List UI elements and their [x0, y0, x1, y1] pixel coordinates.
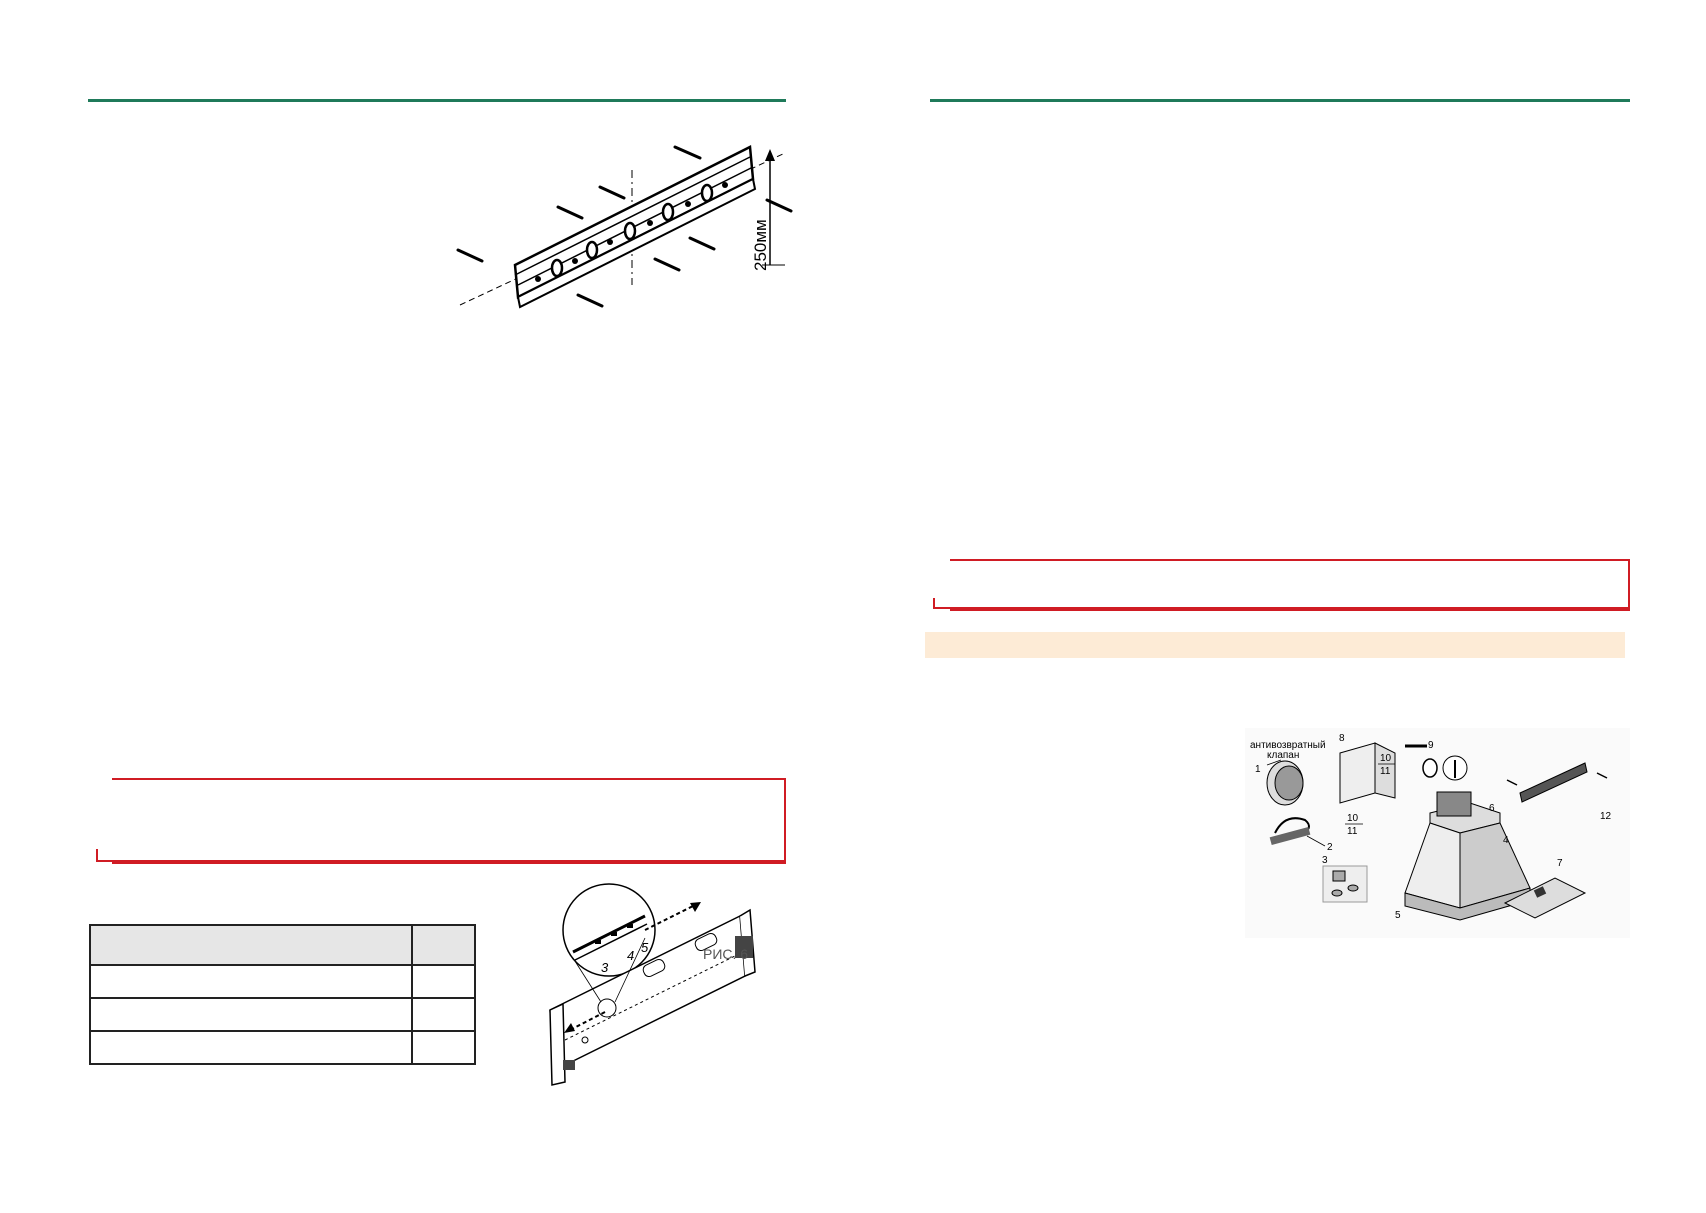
table-cell — [89, 1030, 413, 1065]
table-header-cell — [411, 924, 476, 966]
hood-icon — [1404, 791, 1531, 921]
mounting-rail-icon: 250мм — [456, 145, 793, 309]
valve-label-line2: клапан — [1267, 750, 1299, 761]
left-warning-box — [112, 778, 786, 864]
left-header-rule — [88, 99, 786, 102]
callout-4: 4 — [1503, 835, 1509, 846]
dimension-label: 250мм — [751, 219, 770, 271]
callout-11a: 11 — [1380, 766, 1391, 777]
table-cell — [411, 964, 476, 999]
callout-4: 4 — [627, 948, 634, 963]
right-warning-bottom-line — [933, 607, 1630, 609]
callout-1: 1 — [1255, 764, 1261, 775]
table-header-row — [89, 924, 476, 966]
exploded-view-diagram: антивозвратный клапан 1 2 3 8 — [1245, 728, 1630, 938]
table-cell — [411, 1030, 476, 1065]
bracket-diagram: 3 4 5 РИС. 6 — [545, 880, 785, 1086]
arrow-icon — [564, 902, 701, 1033]
callout-9: 9 — [1428, 740, 1434, 751]
callout-10b: 10 — [1347, 813, 1359, 824]
right-header-rule — [930, 99, 1630, 102]
callout-5: 5 — [641, 940, 649, 955]
table-cell — [411, 997, 476, 1032]
callout-8: 8 — [1339, 733, 1345, 744]
parts-table — [89, 924, 476, 1065]
screw-icon — [456, 145, 793, 308]
table-cell — [89, 964, 413, 999]
callout-12: 12 — [1600, 811, 1612, 822]
callout-7: 7 — [1557, 858, 1563, 869]
rail-icon — [1506, 762, 1608, 803]
table-row — [89, 1030, 476, 1065]
callout-2: 2 — [1327, 842, 1333, 853]
motor-icon — [1266, 759, 1304, 806]
callout-5: 5 — [1395, 910, 1401, 921]
callout-6: 6 — [1489, 803, 1495, 814]
left-warning-tick — [96, 849, 98, 862]
callout-3: 3 — [601, 960, 609, 975]
table-header-cell — [89, 924, 413, 966]
figure-label: РИС. 6 — [703, 946, 748, 962]
callout-11b: 11 — [1347, 826, 1358, 837]
table-cell — [89, 997, 413, 1032]
wall-rail-diagram: 250мм — [456, 135, 800, 325]
valve-label-line1: антивозвратный — [1250, 740, 1326, 751]
right-warning-box — [950, 559, 1630, 611]
left-warning-bottom-line — [96, 860, 786, 862]
table-row — [89, 997, 476, 1032]
cable-icon — [1269, 817, 1326, 847]
callout-10a: 10 — [1380, 753, 1392, 764]
right-warning-tick — [933, 598, 935, 609]
section-heading-band — [925, 632, 1625, 658]
callout-3: 3 — [1322, 855, 1328, 866]
table-row — [89, 964, 476, 999]
bracket-icon: 3 4 5 РИС. 6 — [549, 883, 756, 1086]
